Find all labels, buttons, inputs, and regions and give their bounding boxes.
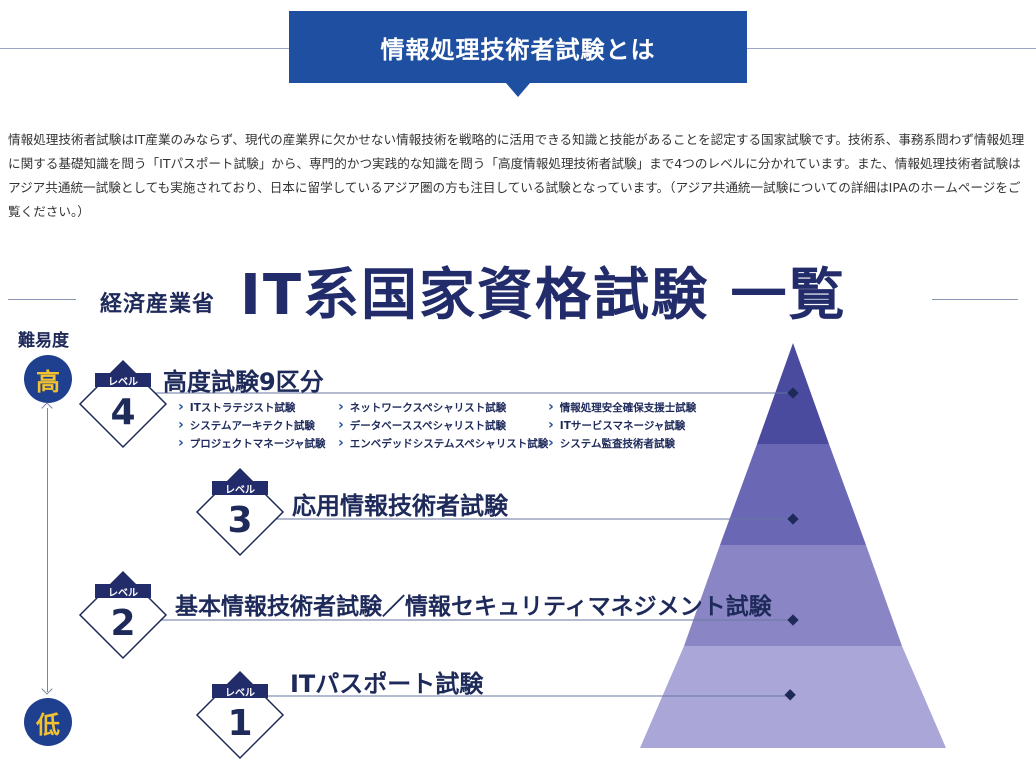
- difficulty-axis: [47, 408, 48, 692]
- level-2-marker: [787, 614, 799, 626]
- level-4-exam-column-3: 情報処理安全確保支援士試験 ITサービスマネージャ試験 システム監査技術者試験: [548, 399, 697, 453]
- header-divider-right: [747, 48, 1036, 49]
- exam-item: データベーススペシャリスト試験: [338, 417, 548, 435]
- header-pointer: [506, 83, 530, 97]
- exam-item: ネットワークスペシャリスト試験: [338, 399, 548, 417]
- level-4-tag: レベル: [108, 377, 138, 388]
- level-1-marker: [784, 689, 796, 701]
- exam-item: ITサービスマネージャ試験: [548, 417, 696, 435]
- level-4-exam-column-1: ITストラテジスト試験 システムアーキテクト試験 プロジェクトマネージャ試験: [178, 399, 326, 453]
- level-1-tag: レベル: [225, 688, 255, 699]
- level-3-tag: レベル: [225, 485, 255, 496]
- level-3-marker: [787, 513, 799, 525]
- exam-item: エンベデッドシステムスペシャリスト試験: [338, 435, 548, 453]
- title-divider-right: [932, 299, 1018, 300]
- section-title: 情報処理技術者試験とは: [380, 35, 656, 64]
- level-2-tag: レベル: [108, 588, 138, 599]
- level-2-number: 2: [110, 603, 136, 644]
- section-header: 情報処理技術者試験とは: [289, 11, 747, 83]
- level-3-number: 3: [227, 500, 253, 541]
- exam-item: 情報処理安全確保支援士試験: [548, 399, 697, 417]
- pyramid-tier-2: [684, 545, 902, 646]
- exam-item: システムアーキテクト試験: [178, 417, 326, 435]
- title-ministry: 経済産業省: [100, 292, 216, 317]
- level-4-number: 4: [110, 392, 136, 433]
- difficulty-low-text: 低: [36, 710, 60, 739]
- level-4-title: 高度試験9区分: [163, 368, 324, 396]
- page-title: IT系国家資格試験 一覧: [240, 263, 847, 328]
- title-divider-left: [8, 299, 76, 300]
- level-2-title: 基本情報技術者試験／情報セキュリティマネジメント試験: [175, 594, 772, 620]
- level-4-badge: レベル 4: [78, 359, 168, 449]
- exam-item: プロジェクトマネージャ試験: [178, 435, 326, 453]
- difficulty-high-text: 高: [36, 367, 60, 396]
- difficulty-label: 難易度: [18, 331, 69, 351]
- exam-item: ITストラテジスト試験: [178, 399, 326, 417]
- level-1-number: 1: [227, 703, 253, 744]
- level-4-marker: [787, 387, 799, 399]
- level-1-badge: レベル 1: [195, 670, 285, 760]
- level-1-title: ITパスポート試験: [290, 670, 484, 698]
- header-divider-left: [0, 48, 289, 49]
- exam-item: システム監査技術者試験: [548, 435, 696, 453]
- pyramid-tier-3: [720, 444, 866, 545]
- level-4-exam-column-2: ネットワークスペシャリスト試験 データベーススペシャリスト試験 エンベデッドシス…: [338, 399, 548, 453]
- level-3-badge: レベル 3: [195, 467, 285, 557]
- intro-paragraph: 情報処理技術者試験はIT産業のみならず、現代の産業界に欠かせない情報技術を戦略的…: [8, 132, 1025, 219]
- level-3-title: 応用情報技術者試験: [292, 492, 508, 520]
- difficulty-high-badge: 高: [24, 355, 72, 403]
- difficulty-low-badge: 低: [24, 698, 72, 746]
- level-2-badge: レベル 2: [78, 570, 168, 660]
